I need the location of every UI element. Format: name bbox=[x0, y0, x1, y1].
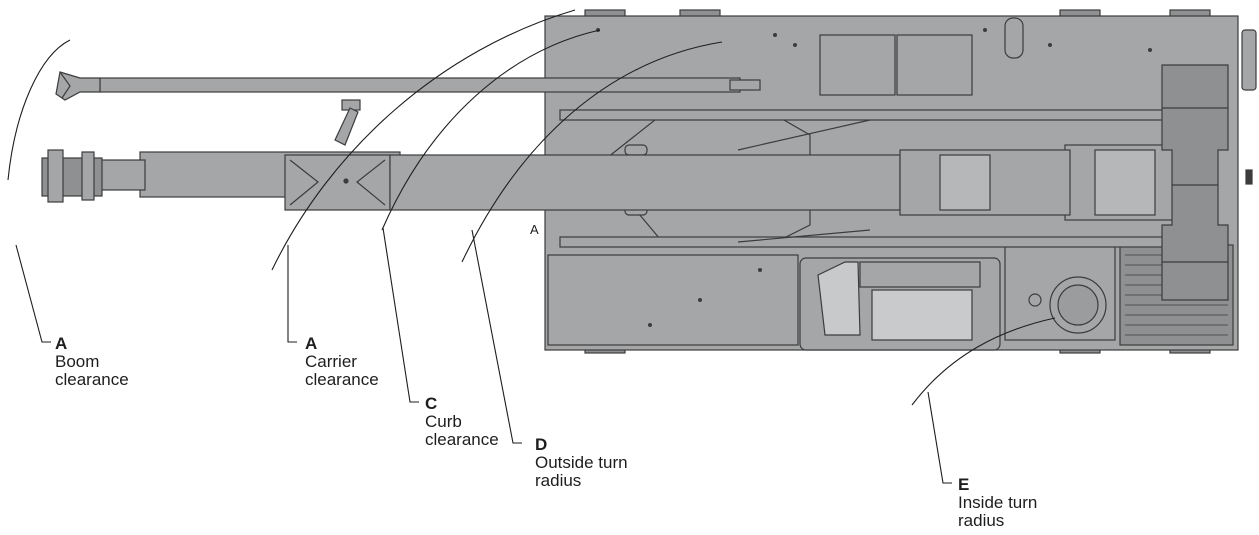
label-letter: D bbox=[535, 435, 548, 454]
label-line: clearance bbox=[305, 370, 379, 389]
label-line: Outside turn bbox=[535, 453, 628, 472]
label-line: radius bbox=[535, 471, 582, 490]
carrier-clearance-arc bbox=[271, 9, 576, 271]
carrier-a-marking: A bbox=[530, 222, 539, 237]
label-line: Carrier bbox=[305, 352, 357, 371]
label-line: radius bbox=[958, 511, 1005, 530]
label-line: clearance bbox=[425, 430, 499, 449]
label-line: Boom bbox=[55, 352, 100, 371]
outside-turn-radius-label: D Outside turn radius bbox=[535, 436, 628, 490]
outside-turn-arc bbox=[461, 41, 723, 263]
inside-turn-arc bbox=[911, 317, 1056, 406]
label-line: Inside turn bbox=[958, 493, 1038, 512]
main-boom bbox=[41, 149, 1071, 216]
label-letter: A bbox=[55, 334, 68, 353]
curb-clearance-arc bbox=[381, 29, 601, 231]
curb-clearance-label: C Curb clearance bbox=[425, 395, 499, 449]
boom-clearance-arc bbox=[7, 39, 71, 181]
inside-turn-radius-label: E Inside turn radius bbox=[958, 476, 1037, 530]
stowed-jib bbox=[55, 71, 761, 146]
label-line: Curb bbox=[425, 412, 462, 431]
label-letter: C bbox=[425, 394, 438, 413]
leader-lines bbox=[15, 227, 952, 484]
carrier-clearance-label: A Carrier clearance bbox=[305, 335, 379, 389]
clearance-arcs bbox=[7, 9, 1056, 406]
label-letter: E bbox=[958, 475, 970, 494]
label-line: clearance bbox=[55, 370, 129, 389]
boom-clearance-label: A Boom clearance bbox=[55, 335, 129, 389]
label-letter: A bbox=[305, 334, 318, 353]
